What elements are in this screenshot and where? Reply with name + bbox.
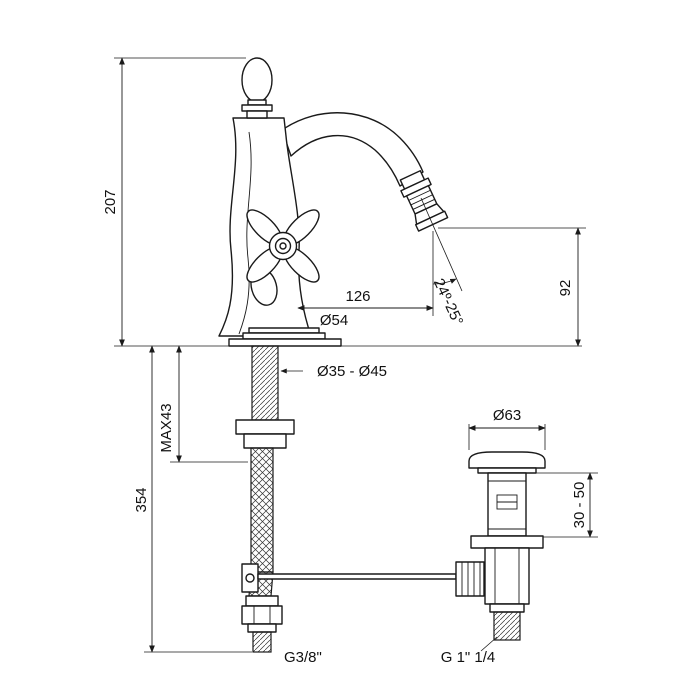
dim-max-mounting: MAX43 xyxy=(158,403,175,452)
drain-collar-flange xyxy=(470,535,544,549)
dim-base-diameter: Ø54 xyxy=(320,312,348,329)
faucet-assembly xyxy=(218,57,457,653)
drain-neck xyxy=(487,472,527,537)
drain-assembly xyxy=(455,451,546,641)
cross-handle xyxy=(246,209,320,283)
dim-spout-height: 92 xyxy=(557,280,574,297)
base-flange xyxy=(228,327,342,347)
inlet-connector xyxy=(241,595,283,653)
dim-supply-thread: G3/8" xyxy=(284,649,322,666)
dim-waste-thread: G 1" 1/4 xyxy=(441,649,496,666)
dim-waste-adjust-range: 30 - 50 xyxy=(571,482,588,529)
supply-hose xyxy=(250,447,274,573)
drain-tailpiece xyxy=(489,603,525,641)
drain-clamp-nut xyxy=(455,561,485,597)
dim-supply-length: 354 xyxy=(133,487,150,512)
dimension-lines xyxy=(114,57,598,653)
drain-body xyxy=(484,547,530,605)
dim-hole-diameter: Ø35 - Ø45 xyxy=(317,363,387,380)
drain-flange xyxy=(468,451,546,469)
dim-spout-reach: 126 xyxy=(345,288,370,305)
dim-spray-angle: 24º-25° xyxy=(430,276,466,328)
lift-rod-linkage xyxy=(241,563,457,593)
dim-waste-flange-diameter: Ø63 xyxy=(493,407,521,424)
mounting-nut xyxy=(235,419,295,449)
spout xyxy=(281,112,424,187)
spray-head xyxy=(399,170,449,232)
body-contour-line xyxy=(238,131,252,335)
finial xyxy=(241,57,273,119)
dimension-labels: 207 354 MAX43 126 Ø54 Ø35 - Ø45 24º-25° … xyxy=(102,189,588,666)
threaded-shank xyxy=(251,345,279,421)
dim-total-height: 207 xyxy=(102,189,119,214)
